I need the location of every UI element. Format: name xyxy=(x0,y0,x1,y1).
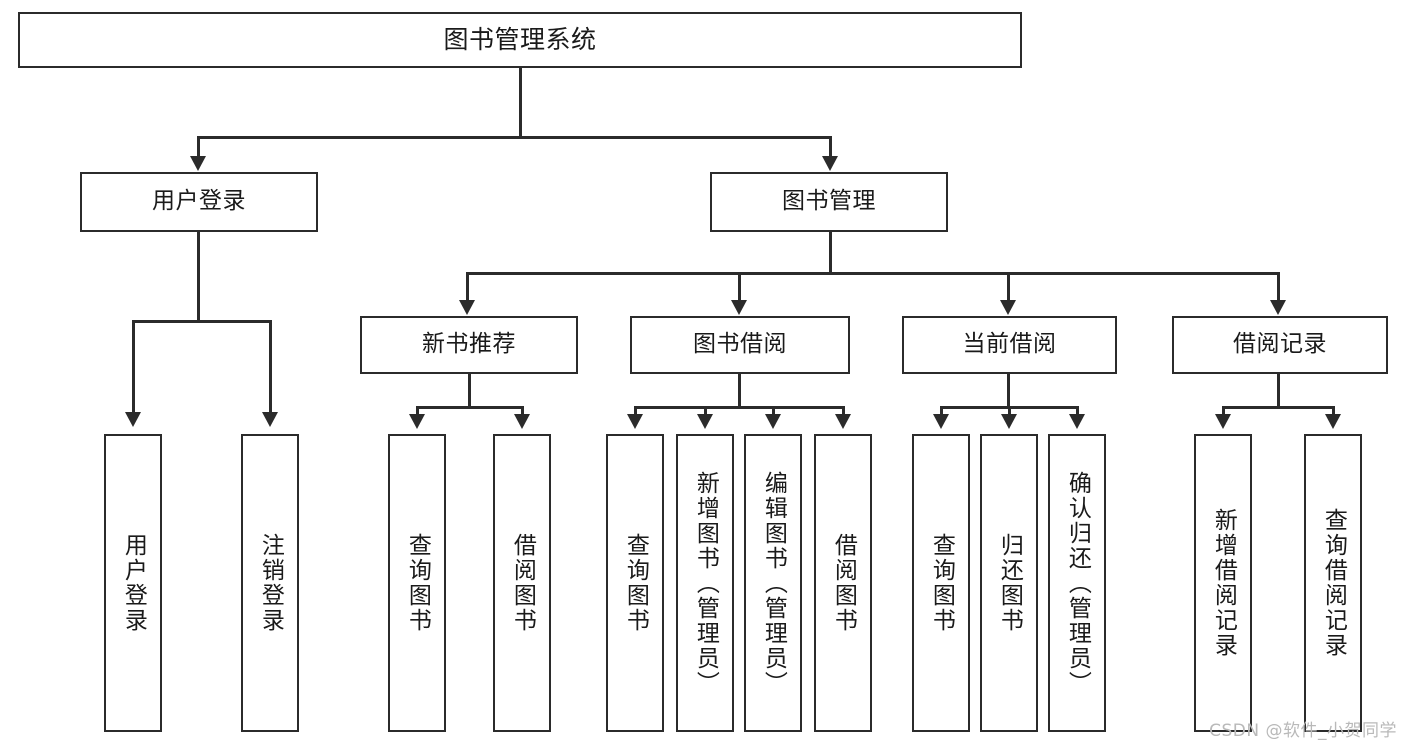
arrow-bb-to-leaf-1-icon xyxy=(627,414,643,429)
arrow-br-to-leaf-2-icon xyxy=(1325,414,1341,429)
leaf-nbr-query-book[interactable]: 查询图书 xyxy=(388,434,446,732)
arrow-bb-to-leaf-4-icon xyxy=(835,414,851,429)
leaf-cb-query-book[interactable]: 查询图书 xyxy=(912,434,970,732)
leaf-label: 借阅图书 xyxy=(509,533,536,633)
arrow-bm-to-borrow-record-icon xyxy=(1270,300,1286,315)
edge-book-management-stem xyxy=(829,232,832,274)
edge-br-to-leaf-1 xyxy=(1222,406,1225,416)
edge-nbr-stem xyxy=(468,374,471,408)
edge-nbr-to-leaf-2 xyxy=(521,406,524,416)
leaf-label: 注销登录 xyxy=(257,533,284,633)
arrow-cb-to-leaf-3-icon xyxy=(1069,414,1085,429)
edge-bb-to-leaf-2 xyxy=(704,406,707,416)
edge-book-management-bus xyxy=(466,272,1280,275)
leaf-label: 查询图书 xyxy=(928,533,955,633)
leaf-label: 用户登录 xyxy=(120,533,147,633)
leaf-bb-query-book[interactable]: 查询图书 xyxy=(606,434,664,732)
edge-nbr-to-leaf-1 xyxy=(416,406,419,416)
edge-root-stem xyxy=(519,68,522,136)
leaf-cb-confirm-return-admin[interactable]: 确认归还（管理员） xyxy=(1048,434,1106,732)
arrow-br-to-leaf-1-icon xyxy=(1215,414,1231,429)
edge-bb-to-leaf-3 xyxy=(772,406,775,416)
arrow-nbr-to-leaf-1-icon xyxy=(409,414,425,429)
leaf-bb-edit-book-admin[interactable]: 编辑图书（管理员） xyxy=(744,434,802,732)
leaf-br-query-record[interactable]: 查询借阅记录 xyxy=(1304,434,1362,732)
edge-bb-bus xyxy=(634,406,844,409)
leaf-label: 归还图书 xyxy=(996,533,1023,633)
edge-nbr-bus xyxy=(416,406,524,409)
leaf-cb-return-book[interactable]: 归还图书 xyxy=(980,434,1038,732)
leaf-bb-borrow-book[interactable]: 借阅图书 xyxy=(814,434,872,732)
arrow-bm-to-new-book-icon xyxy=(459,300,475,315)
node-user-login[interactable]: 用户登录 xyxy=(80,172,318,232)
leaf-bb-add-book-admin[interactable]: 新增图书（管理员） xyxy=(676,434,734,732)
edge-user-login-to-leaf-1 xyxy=(132,320,135,414)
leaf-label: 确认归还（管理员） xyxy=(1064,470,1091,696)
edge-br-stem xyxy=(1277,374,1280,408)
watermark-text: CSDN @软件_小贺同学 xyxy=(1209,721,1397,741)
arrow-nbr-to-leaf-2-icon xyxy=(514,414,530,429)
arrow-cb-to-leaf-2-icon xyxy=(1001,414,1017,429)
leaf-label: 编辑图书（管理员） xyxy=(760,470,787,696)
leaf-label: 新增图书（管理员） xyxy=(692,470,719,696)
arrow-root-to-book-management-icon xyxy=(822,156,838,171)
edge-br-to-leaf-2 xyxy=(1332,406,1335,416)
edge-cb-stem xyxy=(1007,374,1010,408)
node-borrow-record[interactable]: 借阅记录 xyxy=(1172,316,1388,374)
edge-bb-to-leaf-4 xyxy=(842,406,845,416)
leaf-user-login-login[interactable]: 用户登录 xyxy=(104,434,162,732)
edge-bb-stem xyxy=(738,374,741,408)
leaf-label: 查询图书 xyxy=(404,533,431,633)
leaf-user-login-logout[interactable]: 注销登录 xyxy=(241,434,299,732)
arrow-bm-to-book-borrow-icon xyxy=(731,300,747,315)
leaf-label: 查询借阅记录 xyxy=(1320,508,1347,658)
edge-cb-to-leaf-2 xyxy=(1008,406,1011,416)
edge-user-login-bus xyxy=(132,320,272,323)
arrow-cb-to-leaf-1-icon xyxy=(933,414,949,429)
edge-bm-to-current-borrow xyxy=(1007,272,1010,302)
leaf-label: 借阅图书 xyxy=(830,533,857,633)
edge-root-to-user-login xyxy=(197,136,200,158)
node-book-management[interactable]: 图书管理 xyxy=(710,172,948,232)
edge-bm-to-book-borrow xyxy=(738,272,741,302)
edge-cb-to-leaf-3 xyxy=(1076,406,1079,416)
node-root-book-management-system[interactable]: 图书管理系统 xyxy=(18,12,1022,68)
edge-br-bus xyxy=(1222,406,1334,409)
node-current-borrow[interactable]: 当前借阅 xyxy=(902,316,1117,374)
edge-bm-to-borrow-record xyxy=(1277,272,1280,302)
leaf-label: 查询图书 xyxy=(622,533,649,633)
arrow-user-login-to-leaf-2-icon xyxy=(262,412,278,427)
edge-bb-to-leaf-1 xyxy=(634,406,637,416)
edge-root-to-book-management xyxy=(829,136,832,158)
edge-root-bus xyxy=(197,136,831,139)
edge-bm-to-new-book xyxy=(466,272,469,302)
node-new-book-recommend[interactable]: 新书推荐 xyxy=(360,316,578,374)
arrow-bb-to-leaf-3-icon xyxy=(765,414,781,429)
node-book-borrow[interactable]: 图书借阅 xyxy=(630,316,850,374)
leaf-br-add-record[interactable]: 新增借阅记录 xyxy=(1194,434,1252,732)
leaf-nbr-borrow-book[interactable]: 借阅图书 xyxy=(493,434,551,732)
arrow-user-login-to-leaf-1-icon xyxy=(125,412,141,427)
arrow-root-to-user-login-icon xyxy=(190,156,206,171)
arrow-bm-to-current-borrow-icon xyxy=(1000,300,1016,315)
arrow-bb-to-leaf-2-icon xyxy=(697,414,713,429)
leaf-label: 新增借阅记录 xyxy=(1210,508,1237,658)
edge-user-login-to-leaf-2 xyxy=(269,320,272,414)
edge-cb-to-leaf-1 xyxy=(940,406,943,416)
edge-user-login-stem xyxy=(197,232,200,322)
